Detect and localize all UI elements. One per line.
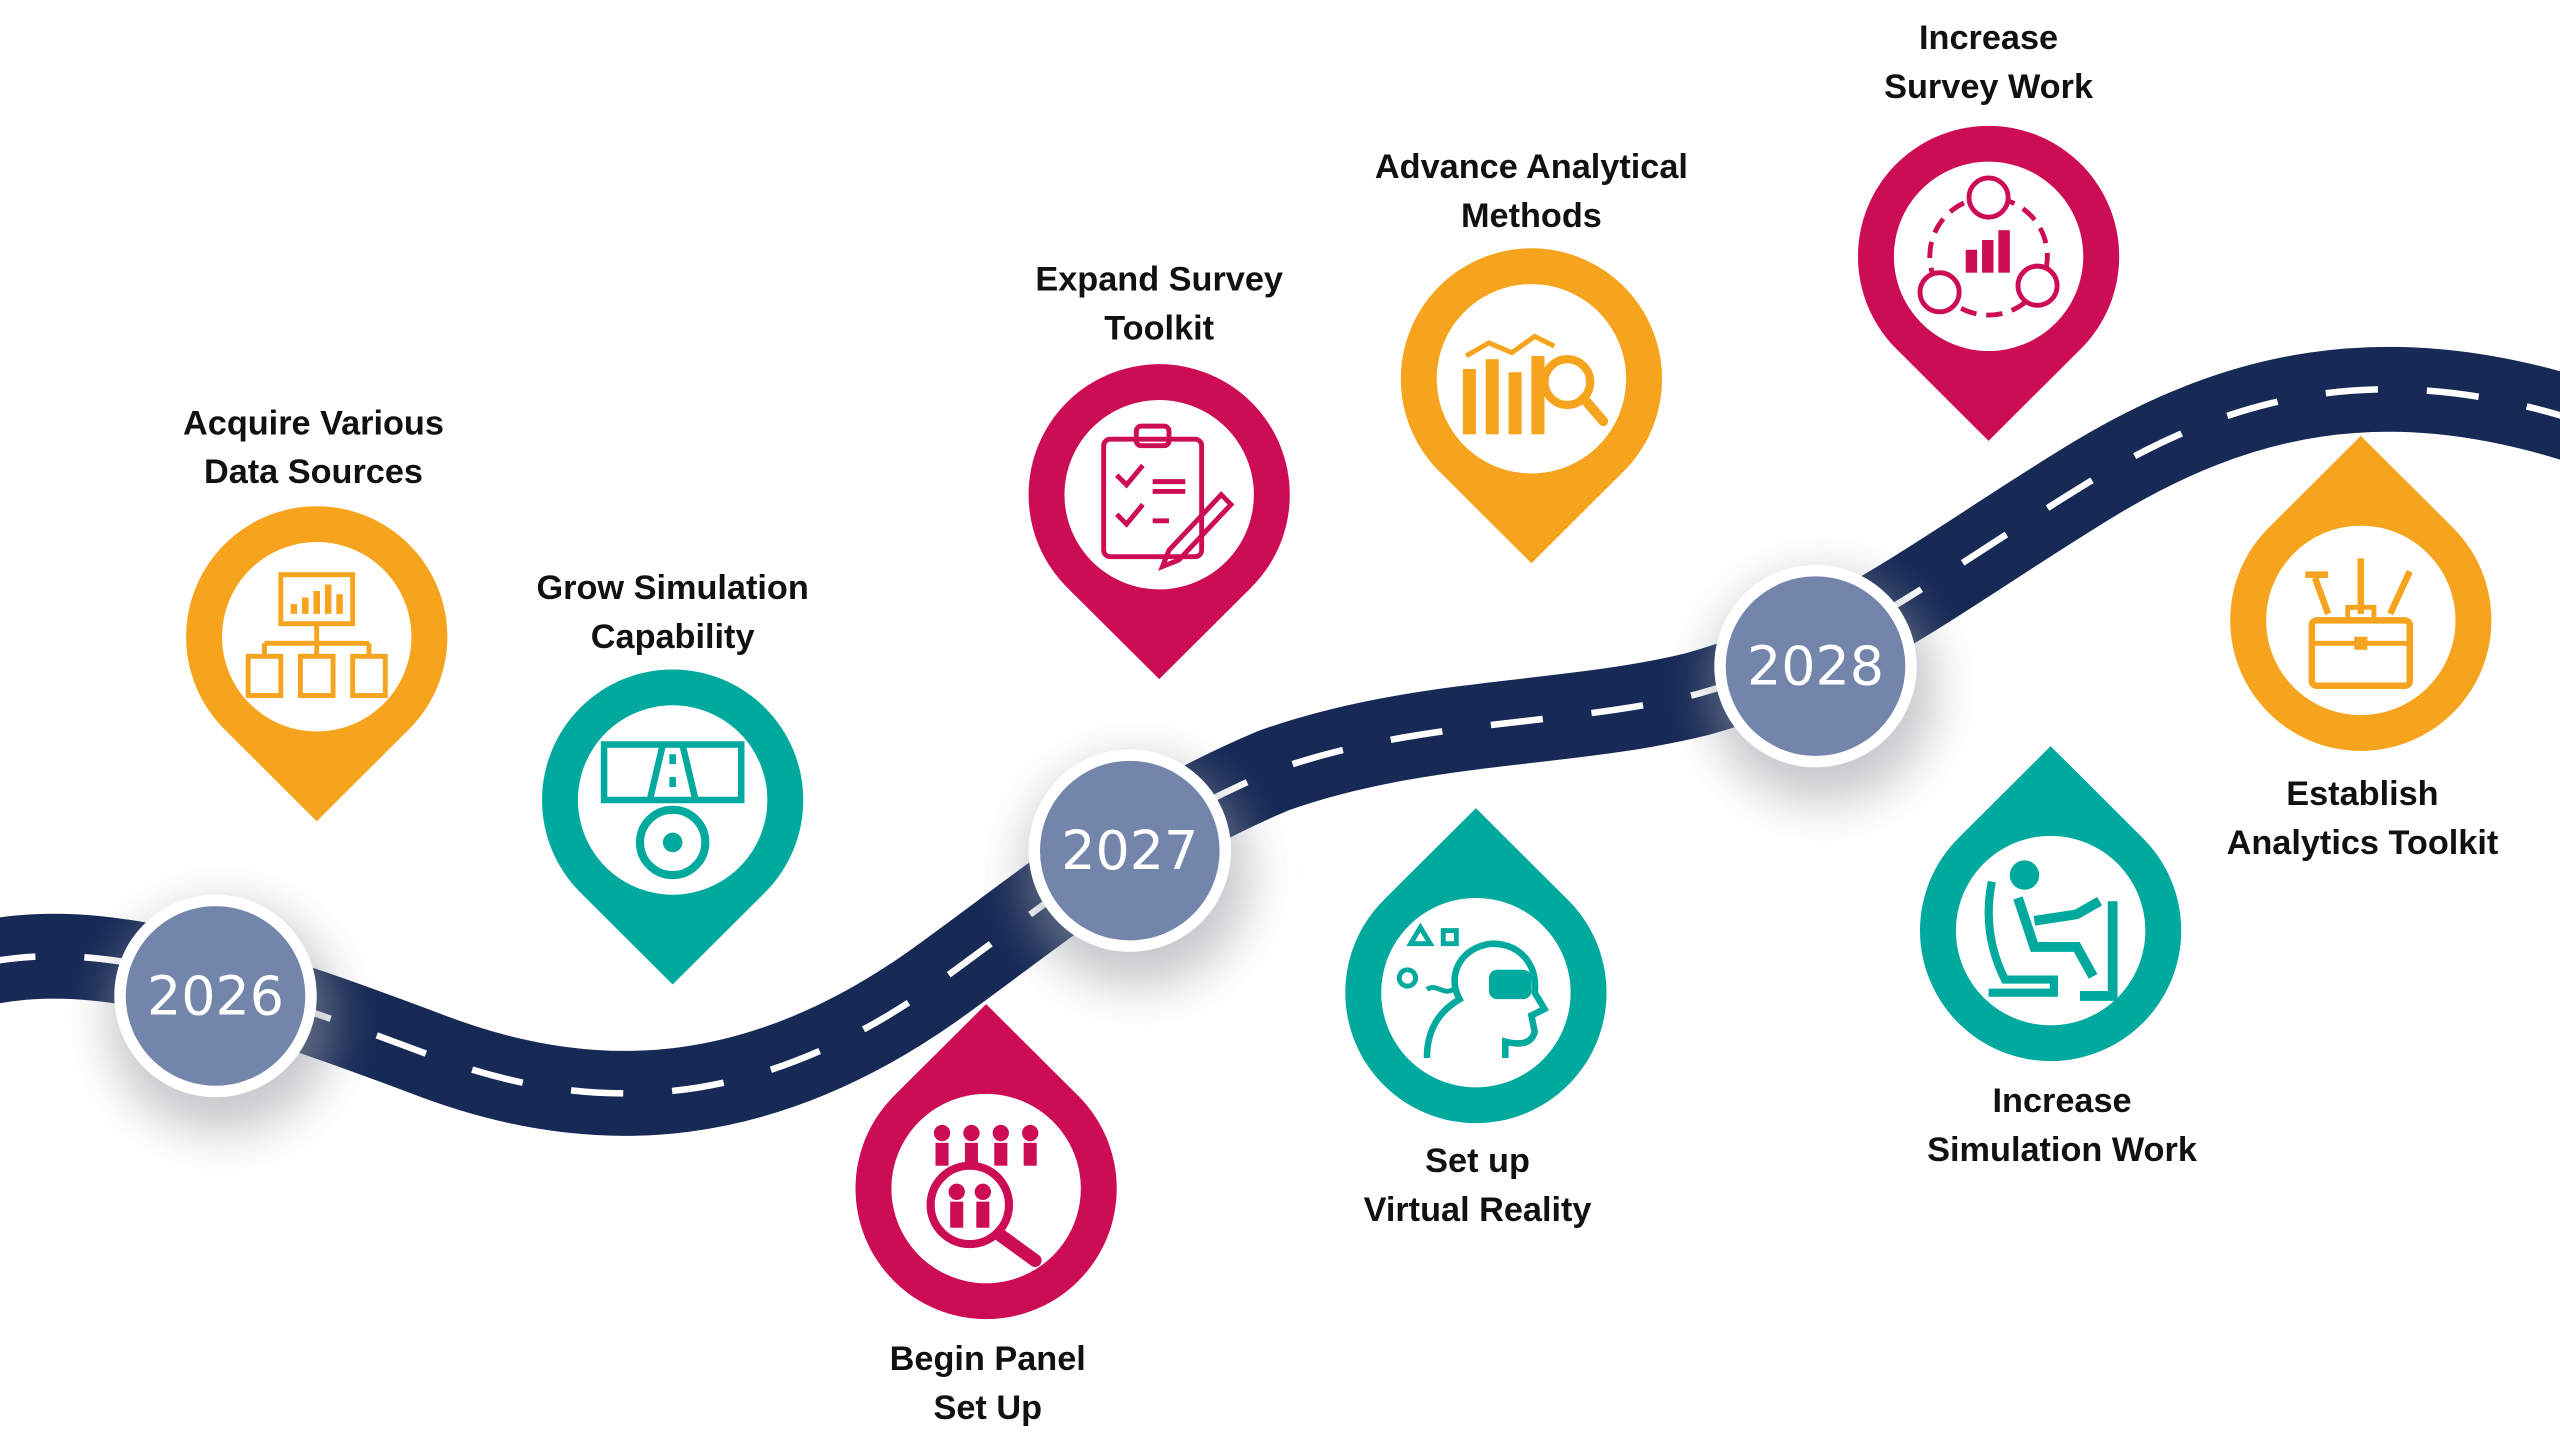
milestone-label: Increase <box>1993 1082 2132 1120</box>
milestone-label: Virtual Reality <box>1364 1191 1592 1229</box>
milestone-label: Methods <box>1461 197 1602 235</box>
vr-headset-icon <box>1396 922 1550 1059</box>
year-marker-2026: 2026 <box>107 894 337 1134</box>
milestone-label: Set Up <box>933 1389 1042 1427</box>
milestone-label: Grow Simulation <box>537 569 809 607</box>
year-marker-2027: 2027 <box>1022 749 1251 988</box>
milestone-label: Survey Work <box>1884 68 2094 106</box>
milestone-label: Establish <box>2286 775 2438 813</box>
year-label: 2026 <box>147 964 284 1027</box>
milestone-label: Analytics Toolkit <box>2227 824 2499 862</box>
milestone-label: Toolkit <box>1104 310 1214 348</box>
toolkit-icon <box>2305 558 2414 689</box>
milestone-label: Advance Analytical <box>1375 148 1688 186</box>
milestone-label: Capability <box>591 618 755 656</box>
simulator-seat-icon <box>1984 860 2118 1001</box>
people-search-icon <box>926 1124 1042 1267</box>
milestone-label: Expand Survey <box>1035 261 1283 299</box>
clipboard-checklist-icon <box>1101 423 1235 571</box>
milestone-pin: Set up Virtual Reality <box>1345 808 1607 1229</box>
milestone-label: Set up <box>1425 1142 1530 1180</box>
year-label: 2027 <box>1061 819 1198 882</box>
survey-network-icon <box>1917 175 2060 318</box>
milestone-label: Increase <box>1919 19 2058 57</box>
milestone-label: Simulation Work <box>1927 1131 2198 1169</box>
milestone-label: Begin Panel <box>890 1340 1086 1378</box>
year-label: 2028 <box>1747 635 1884 698</box>
chart-magnifier-icon <box>1462 333 1609 435</box>
milestone-label: Acquire Various <box>183 404 444 442</box>
road <box>0 346 2560 1136</box>
milestone-label: Data Sources <box>204 453 423 491</box>
data-hierarchy-icon <box>245 572 388 698</box>
year-marker-2028: 2028 <box>1707 564 1937 804</box>
driving-simulator-icon <box>600 741 745 880</box>
